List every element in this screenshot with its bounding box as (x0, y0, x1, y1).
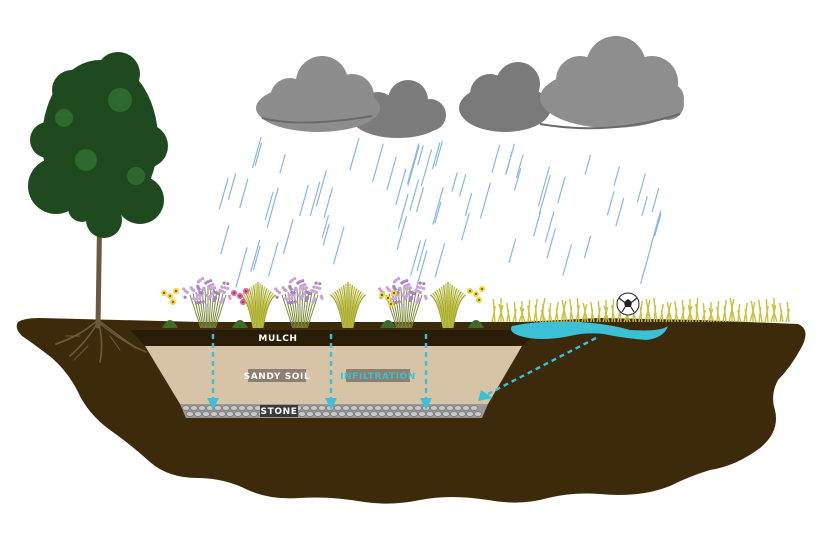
flower-icon (161, 288, 179, 328)
mulch-label: MULCH (258, 334, 297, 344)
rain-streaks (218, 136, 662, 290)
infiltration-label-box (346, 369, 410, 382)
flower-icon (467, 286, 485, 328)
flower-icon (231, 288, 249, 328)
infiltration-label: INFILTRATION (340, 372, 416, 382)
grass-tuft-icon (329, 282, 367, 329)
grass-tuft-icon (429, 282, 467, 329)
water-puddle (511, 321, 668, 340)
rain-garden-trench (130, 330, 540, 418)
stone-label: STONE (261, 407, 298, 417)
stone-label-box (260, 405, 298, 417)
lavender-icon (274, 277, 324, 329)
grass-tuft-icon (239, 282, 277, 329)
flower-icon (379, 290, 397, 328)
garden-plants (161, 277, 485, 329)
soccer-ball-icon (616, 292, 640, 316)
arrow-heads (207, 390, 493, 410)
sandy-soil-label-box (248, 369, 306, 382)
lavender-icon (378, 277, 428, 329)
tree-icon (28, 52, 168, 363)
cloud-icon (459, 36, 684, 132)
sandy-soil-label: SANDY SOIL (244, 372, 311, 382)
infiltration-arrows (211, 334, 597, 400)
cloud-icon (256, 56, 446, 138)
lawn-grass (491, 297, 790, 323)
lavender-icon (182, 277, 232, 329)
